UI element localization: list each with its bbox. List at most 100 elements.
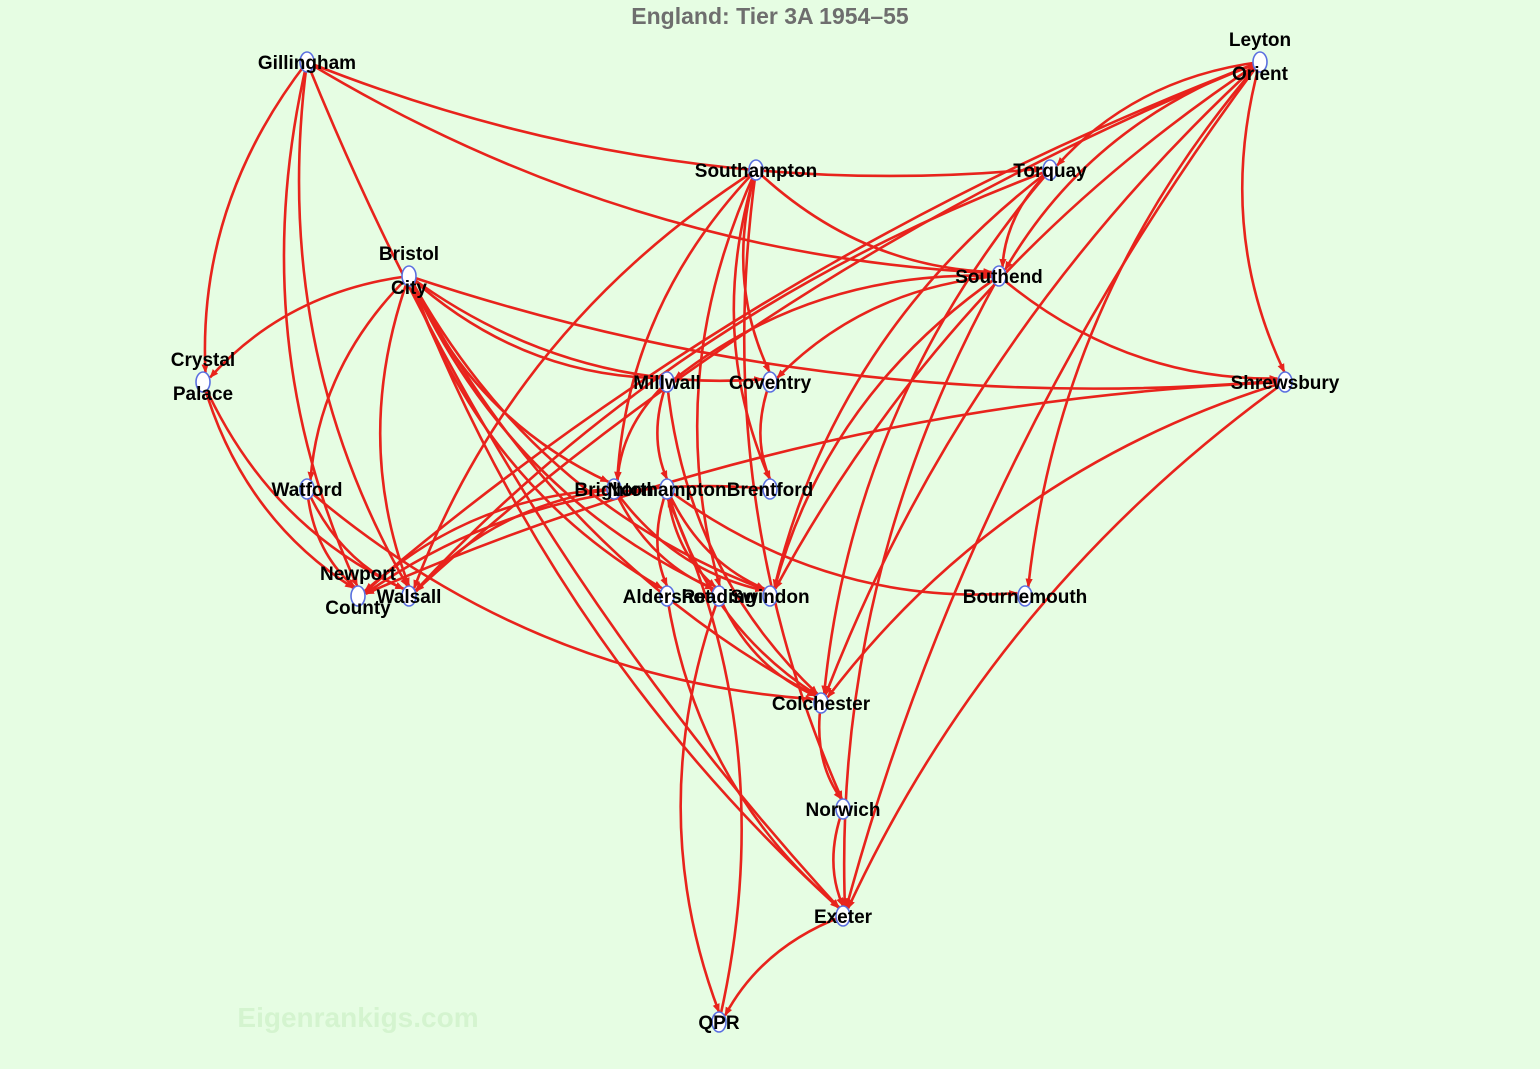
edge-bristol-to-millwall (408, 275, 661, 382)
node-bristol[interactable] (401, 265, 417, 287)
node-label-crystal: Palace (173, 384, 233, 405)
node-colchester[interactable] (813, 692, 829, 714)
edge-gillingham-to-newport (282, 61, 359, 587)
node-label-millwall: Millwall (633, 373, 701, 394)
node-shrewsbury[interactable] (1277, 371, 1293, 393)
node-label-aldershot: Aldershot (623, 587, 712, 608)
node-brighton[interactable] (606, 478, 622, 500)
node-leyton[interactable] (1252, 51, 1268, 73)
edge-millwall-to-northampton (656, 381, 669, 480)
node-gillingham[interactable] (299, 51, 315, 73)
edge-leyton-to-newport (364, 60, 1261, 592)
node-norwich[interactable] (835, 798, 851, 820)
edge-torquay-to-colchester (821, 169, 1051, 695)
edge-brighton-to-swindon (612, 488, 765, 593)
edge-southampton-to-reading (695, 169, 758, 587)
node-label-torquay: Torquay (1013, 161, 1087, 182)
node-label-reading: Reading (682, 587, 757, 608)
node-coventry[interactable] (762, 371, 778, 393)
edge-crystal-to-walsall (201, 381, 405, 590)
edge-leyton-to-shrewsbury (1241, 61, 1286, 373)
edge-qpr-to-northampton (666, 498, 743, 1023)
edge-bristol-to-exeter (407, 275, 840, 909)
edge-gillingham-to-southend (306, 60, 993, 277)
node-reading[interactable] (711, 585, 727, 607)
node-label-colchester: Colchester (772, 694, 871, 715)
node-qpr[interactable] (711, 1011, 727, 1033)
edge-leyton-to-exeter (845, 61, 1262, 908)
edge-southampton-to-norwich (742, 169, 844, 800)
edge-northampton-to-swindon (665, 488, 766, 590)
node-swindon[interactable] (762, 585, 778, 607)
node-newport[interactable] (350, 585, 366, 607)
node-label-newport: County (325, 598, 391, 619)
edge-southampton-to-brentford (732, 169, 771, 480)
edge-leyton-to-torquay (1056, 60, 1261, 167)
node-walsall[interactable] (401, 585, 417, 607)
edge-bristol-to-coventry (408, 274, 764, 384)
watermark: Eigenrankigs.com (237, 1002, 478, 1033)
node-label-brighton: Brighton (574, 480, 653, 501)
node-label-southampton: Southampton (695, 161, 817, 182)
node-exeter[interactable] (835, 905, 851, 927)
edge-southampton-to-brighton (614, 169, 757, 481)
node-label-bristol: Bristol (379, 244, 439, 265)
edge-reading-to-colchester (717, 595, 817, 697)
edge-bristol-to-watford (307, 275, 410, 481)
diagram-title: England: Tier 3A 1954–55 (631, 3, 909, 29)
node-watford[interactable] (299, 478, 315, 500)
edge-crystal-to-newport (201, 381, 355, 589)
edge-aldershot-to-exeter (665, 595, 840, 909)
node-brentford[interactable] (762, 478, 778, 500)
node-northampton[interactable] (659, 478, 675, 500)
node-aldershot[interactable] (659, 585, 675, 607)
edge-shrewsbury-to-colchester (826, 380, 1286, 699)
node-label-leyton: Leyton (1229, 30, 1291, 51)
edge-coventry-to-brentford (759, 381, 772, 480)
edge-leyton-to-walsall (414, 60, 1261, 592)
node-torquay[interactable] (1042, 159, 1058, 181)
edge-southend-to-millwall (673, 274, 1000, 380)
edge-northampton-to-aldershot (656, 488, 669, 587)
edge-watford-to-colchester (306, 488, 815, 703)
edge-brighton-to-walsall (415, 487, 615, 593)
node-label-norwich: Norwich (806, 800, 881, 821)
edge-watford-to-walsall (305, 488, 405, 590)
edge-shrewsbury-to-newport (364, 380, 1286, 595)
node-label-brentford: Brentford (727, 480, 814, 501)
edge-southampton-to-southend (755, 169, 993, 276)
node-millwall[interactable] (659, 371, 675, 393)
node-southend[interactable] (991, 265, 1007, 287)
node-label-exeter: Exeter (814, 907, 873, 928)
edge-bristol-to-swindon (407, 275, 765, 591)
edge-brighton-to-newport (364, 487, 615, 594)
node-label-coventry: Coventry (729, 373, 812, 394)
edge-southend-to-swindon (773, 274, 1000, 589)
node-label-shrewsbury: Shrewsbury (1231, 373, 1340, 394)
edge-watford-to-newport (305, 488, 356, 588)
node-bournemouth[interactable] (1017, 585, 1033, 607)
edge-southend-to-coventry (776, 274, 1000, 379)
edge-torquay-to-swindon (772, 168, 1051, 589)
edge-northampton-to-bournemouth (666, 487, 1019, 598)
edge-leyton-to-colchester (824, 61, 1261, 696)
edge-bristol-to-shrewsbury (408, 274, 1278, 390)
node-label-watford: Watford (271, 480, 342, 501)
edge-bristol-to-aldershot (407, 275, 663, 590)
node-label-bournemouth: Bournemouth (963, 587, 1088, 608)
edge-leyton-to-bournemouth (1025, 61, 1261, 588)
edge-reading-to-qpr (679, 595, 721, 1013)
node-southampton[interactable] (748, 159, 764, 181)
edge-bristol-to-walsall (378, 275, 411, 587)
node-label-swindon: Swindon (730, 587, 809, 608)
edge-norwich-to-exeter (832, 808, 845, 907)
node-label-bristol: City (391, 278, 427, 299)
edge-millwall-to-brighton (614, 381, 668, 481)
edge-shrewsbury-to-exeter (846, 380, 1286, 910)
node-crystal[interactable] (195, 371, 211, 393)
edge-brentford-to-newport (364, 484, 771, 595)
node-label-southend: Southend (955, 267, 1043, 288)
